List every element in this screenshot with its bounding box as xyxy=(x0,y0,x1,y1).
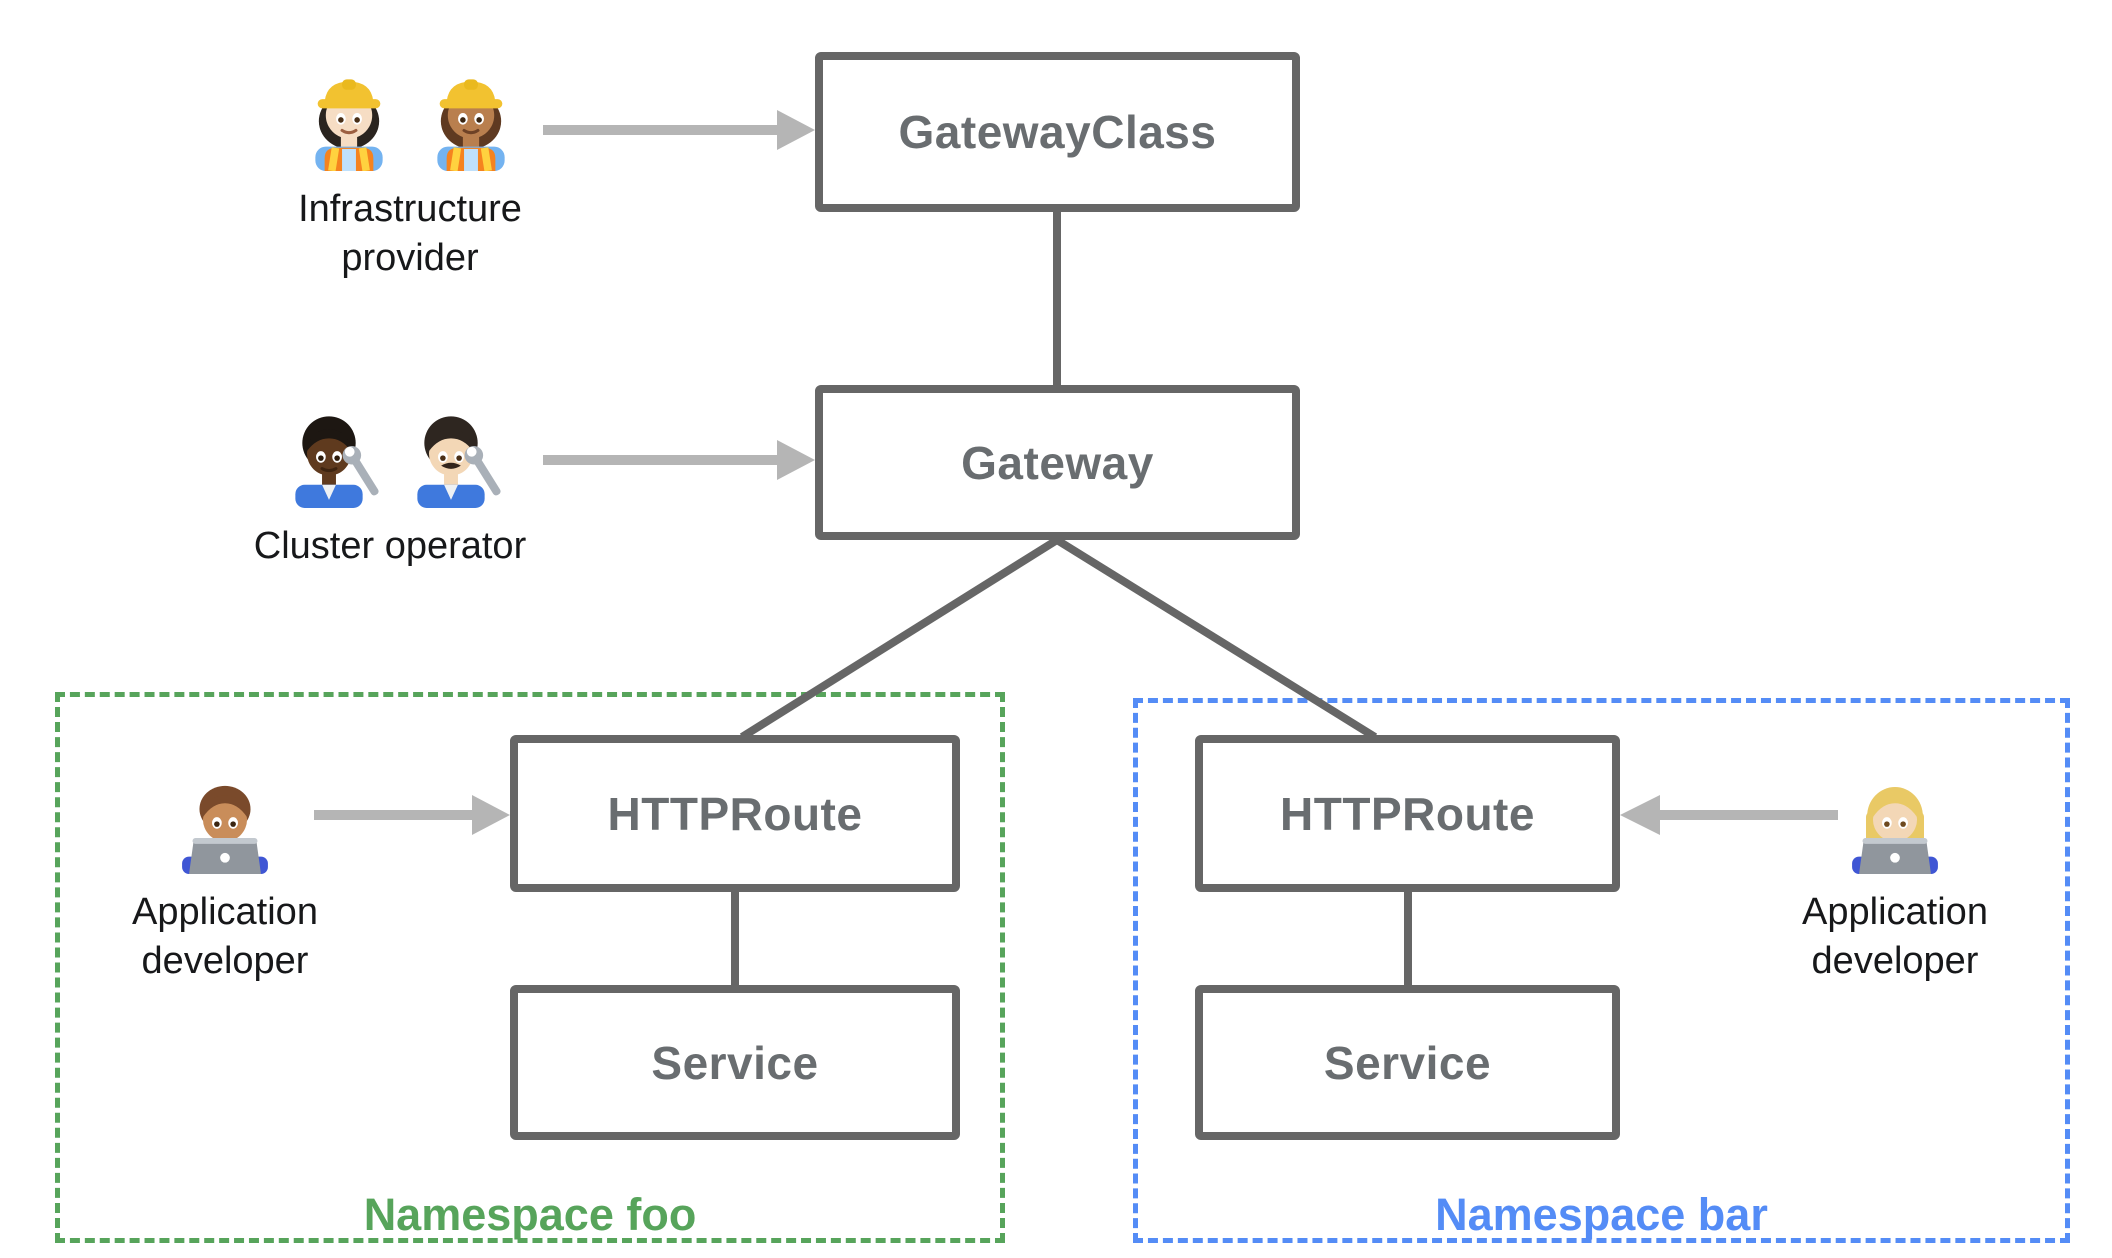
node-service-bar-label: Service xyxy=(1323,1036,1492,1089)
edge-gateway-httproute-foo xyxy=(739,536,1060,741)
node-gatewayclass-label: GatewayClass xyxy=(898,106,1217,158)
node-httproute-foo: HTTPRoute xyxy=(510,735,960,892)
namespace-foo-box: Namespace foo xyxy=(55,692,1005,1243)
node-gateway: Gateway xyxy=(815,385,1300,540)
arrowhead-dev-foo xyxy=(472,795,510,835)
node-gatewayclass: GatewayClass xyxy=(815,52,1300,212)
man-mechanic-light-icon xyxy=(417,416,501,508)
namespace-bar-label: Namespace bar xyxy=(1435,1188,1768,1240)
namespace-bar-box: Namespace bar xyxy=(1133,698,2070,1243)
woman-construction-worker-light-icon xyxy=(315,79,383,171)
persona-application-developer-bar: Application developer xyxy=(1695,758,2095,985)
application-developer-bar-icons xyxy=(1837,758,1953,874)
application-developer-bar-label: Application developer xyxy=(1802,891,1988,982)
man-technologist-icon xyxy=(182,785,268,874)
persona-cluster-operator: Cluster operator xyxy=(190,392,590,571)
infrastructure-provider-label: Infrastructure provider xyxy=(298,188,522,279)
arrowhead-infra xyxy=(777,110,815,150)
person-mechanic-dark-icon xyxy=(295,416,379,508)
cluster-operator-icons xyxy=(271,392,509,508)
node-httproute-bar-label: HTTPRoute xyxy=(1280,787,1535,840)
woman-construction-worker-medium-icon xyxy=(437,79,505,171)
arrowhead-dev-bar xyxy=(1620,795,1660,835)
cluster-operator-label: Cluster operator xyxy=(253,525,527,567)
application-developer-foo-label: Application developer xyxy=(132,891,318,982)
namespace-foo-label: Namespace foo xyxy=(363,1188,697,1240)
arrowhead-cluster xyxy=(777,440,815,480)
woman-technologist-icon xyxy=(1852,787,1938,874)
infrastructure-provider-icons xyxy=(291,55,529,171)
node-gateway-label: Gateway xyxy=(961,436,1154,489)
edge-gateway-httproute-bar xyxy=(1054,536,1378,741)
node-service-bar: Service xyxy=(1195,985,1620,1140)
node-service-foo: Service xyxy=(510,985,960,1140)
persona-infrastructure-provider: Infrastructure provider xyxy=(210,55,610,282)
application-developer-foo-icons xyxy=(167,758,283,874)
node-httproute-foo-label: HTTPRoute xyxy=(607,787,863,840)
node-httproute-bar: HTTPRoute xyxy=(1195,735,1620,892)
node-service-foo-label: Service xyxy=(651,1036,819,1089)
persona-application-developer-foo: Application developer xyxy=(25,758,425,985)
